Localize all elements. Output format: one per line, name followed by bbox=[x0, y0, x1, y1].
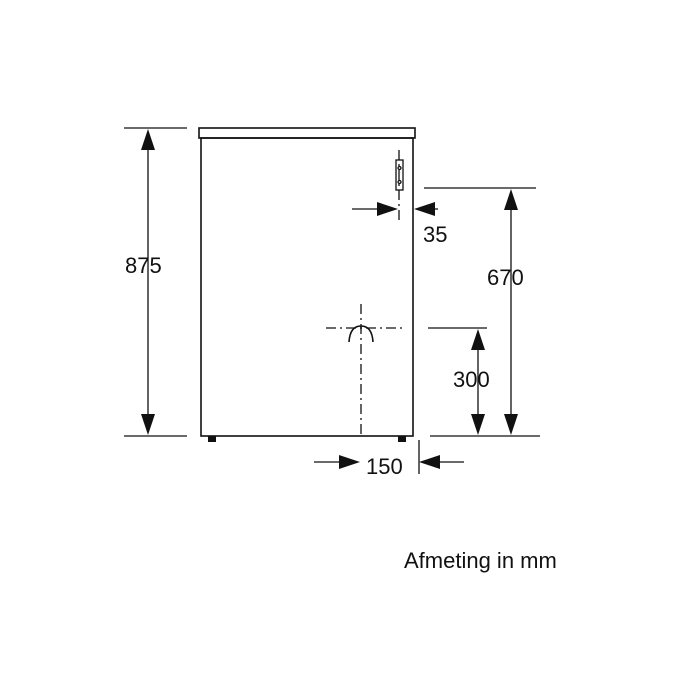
appliance-outline bbox=[198, 127, 416, 442]
appliance-foot-right bbox=[398, 436, 406, 442]
label-connection-height: 670 bbox=[487, 265, 524, 290]
label-drain-height: 300 bbox=[453, 367, 490, 392]
dimension-drain-height bbox=[428, 327, 487, 435]
appliance-foot-left bbox=[208, 436, 216, 442]
appliance-cabinet bbox=[200, 137, 414, 437]
dimension-connection-height bbox=[424, 187, 540, 437]
dimension-drain-offset bbox=[314, 440, 464, 474]
dimension-connection-offset bbox=[352, 202, 438, 216]
caption-units: Afmeting in mm bbox=[404, 548, 557, 573]
water-connection-icon bbox=[395, 150, 404, 224]
label-total-height: 875 bbox=[125, 253, 162, 278]
label-connection-offset: 35 bbox=[423, 222, 447, 247]
label-drain-offset: 150 bbox=[366, 454, 403, 479]
drain-connection-icon bbox=[326, 304, 406, 438]
dimension-total-height bbox=[124, 127, 187, 437]
appliance-worktop bbox=[198, 127, 416, 139]
